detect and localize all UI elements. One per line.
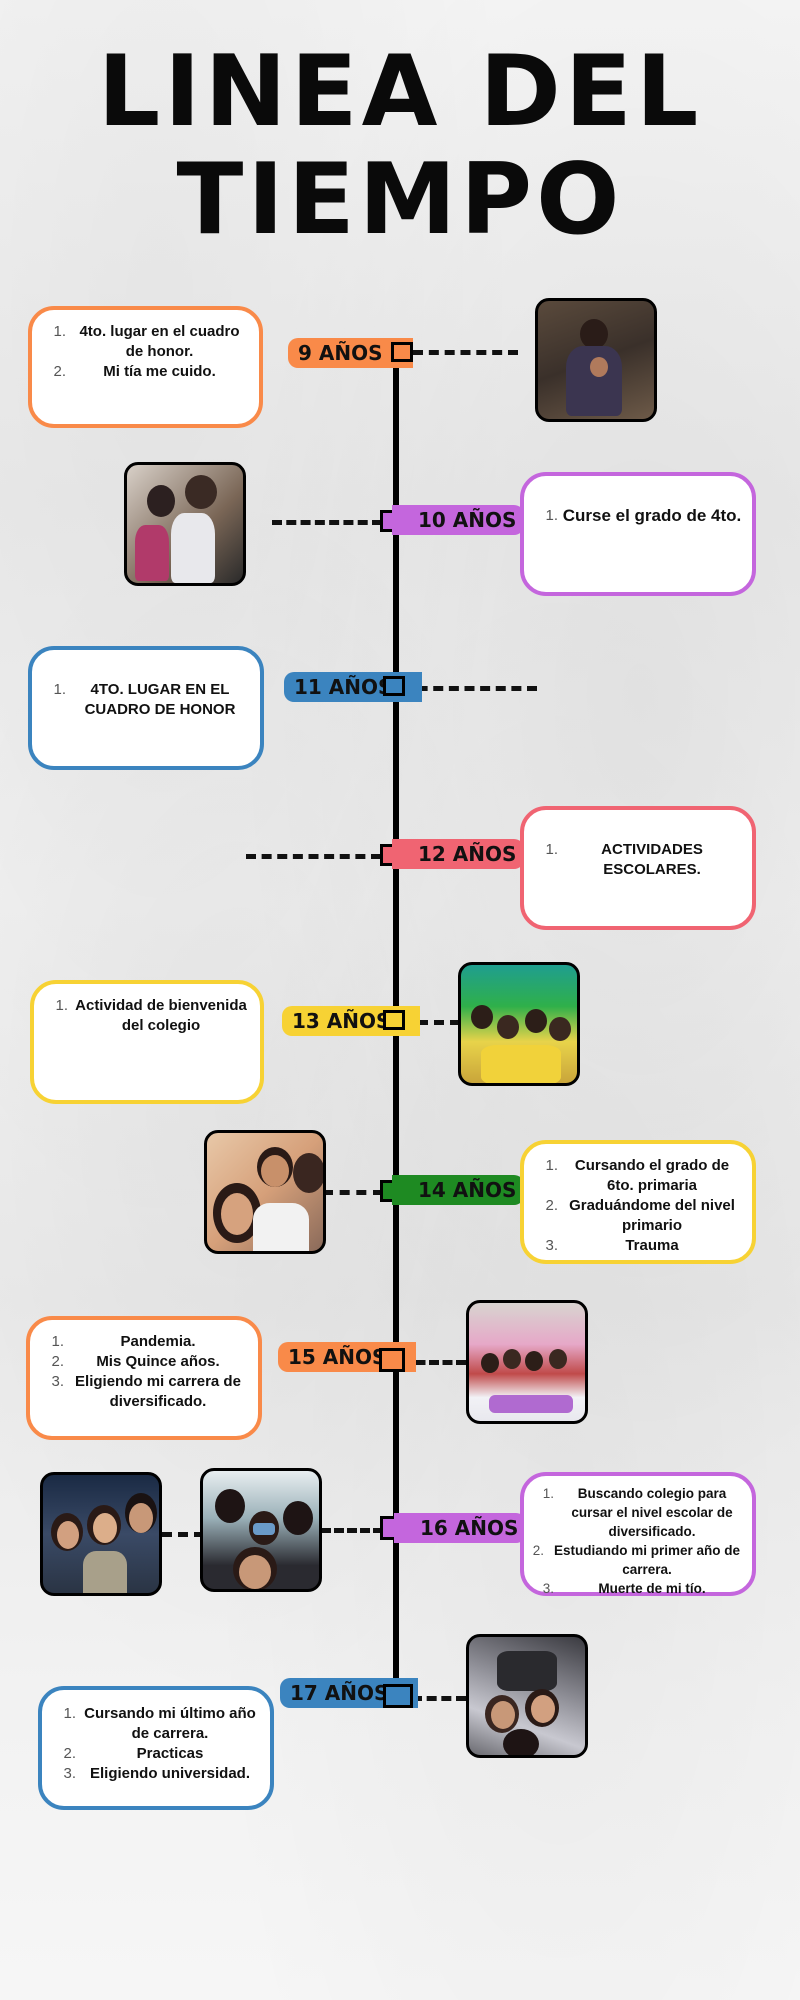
age-text-17: 17 AÑOS	[290, 1681, 389, 1705]
connector-14	[323, 1190, 383, 1195]
age-text-9: 9 AÑOS	[298, 341, 383, 365]
list-item: 1.ACTIVIDADES ESCOLARES.	[545, 841, 703, 878]
list-item: 3.Eligiendo mi carrera de diversificado.	[51, 1373, 241, 1410]
event-card-16: 1.Buscando colegio para cursar el nivel …	[520, 1472, 756, 1596]
photo-15	[466, 1300, 588, 1424]
photo-17	[466, 1634, 588, 1758]
page-title: LINEA DEL TIEMPO	[0, 38, 800, 254]
list-item: 2.Estudiando mi primer año de carrera.	[532, 1543, 741, 1577]
event-list-15: 1.Pandemia. 2.Mis Quince años. 3.Eligien…	[40, 1332, 248, 1412]
photo-14	[204, 1130, 326, 1254]
list-item: 2.Mi tía me cuido.	[53, 363, 216, 380]
event-card-12: 1.ACTIVIDADES ESCOLARES.	[520, 806, 756, 930]
timeline-node-17	[383, 1684, 413, 1708]
event-list-16: 1.Buscando colegio para cursar el nivel …	[530, 1484, 746, 1598]
photo-10	[124, 462, 246, 586]
timeline-node-11	[383, 676, 405, 696]
timeline-node-13	[383, 1010, 405, 1030]
list-item: 3.Muerte de mi tío.	[542, 1581, 706, 1596]
event-list-12: 1.ACTIVIDADES ESCOLARES.	[534, 840, 742, 880]
list-item: 3.Eligiendo universidad.	[63, 1765, 251, 1782]
age-text-14: 14 AÑOS	[418, 1178, 517, 1202]
photo-13	[458, 962, 580, 1086]
photo-16-a	[40, 1472, 162, 1596]
title-line-2: TIEMPO	[176, 143, 624, 257]
list-item: 1.Curse el grado de 4to.	[545, 506, 742, 525]
event-list-13: 1.Actividad de bienvenida del colegio	[44, 996, 250, 1036]
timeline-node-9	[391, 342, 413, 362]
list-item: 1.4to. lugar en el cuadro de honor.	[53, 323, 240, 360]
list-item: 2.Mis Quince años.	[51, 1353, 220, 1370]
connector-12	[246, 854, 381, 859]
connector-10	[272, 520, 382, 525]
age-text-10: 10 AÑOS	[418, 508, 517, 532]
connector-16-a	[162, 1532, 204, 1537]
event-list-17: 1.Cursando mi último año de carrera. 2.P…	[52, 1704, 260, 1784]
event-card-13: 1.Actividad de bienvenida del colegio	[30, 980, 264, 1104]
photo-9	[535, 298, 657, 422]
list-item: 2.Graduándome del nivel primario	[545, 1197, 735, 1234]
age-text-11: 11 AÑOS	[294, 675, 393, 699]
event-list-9: 1.4to. lugar en el cuadro de honor. 2.Mi…	[42, 322, 249, 382]
list-item: 3.Trauma	[545, 1237, 679, 1254]
list-item: 1.Cursando mi último año de carrera.	[63, 1705, 256, 1742]
age-text-15: 15 AÑOS	[288, 1345, 387, 1369]
age-label-10: 10 AÑOS	[392, 505, 525, 535]
age-label-14: 14 AÑOS	[392, 1175, 525, 1205]
list-item: 1.Buscando colegio para cursar el nivel …	[542, 1486, 733, 1539]
event-card-14: 1.Cursando el grado de 6to. primaria 2.G…	[520, 1140, 756, 1264]
connector-9	[413, 350, 518, 355]
connector-13	[402, 1020, 460, 1025]
event-card-15: 1.Pandemia. 2.Mis Quince años. 3.Eligien…	[26, 1316, 262, 1440]
age-label-16: 16 AÑOS	[394, 1513, 527, 1543]
event-list-11: 1.4TO. LUGAR EN EL CUADRO DE HONOR	[42, 680, 250, 720]
event-card-9: 1.4to. lugar en el cuadro de honor. 2.Mi…	[28, 306, 263, 428]
age-label-12: 12 AÑOS	[392, 839, 525, 869]
age-label-17: 17 AÑOS	[280, 1678, 419, 1708]
event-list-14: 1.Cursando el grado de 6to. primaria 2.G…	[534, 1156, 742, 1256]
connector-15	[402, 1360, 466, 1365]
list-item: 1.4TO. LUGAR EN EL CUADRO DE HONOR	[53, 681, 236, 718]
list-item: 2.Practicas	[63, 1745, 204, 1762]
connector-17	[412, 1696, 466, 1701]
title-line-1: LINEA DEL	[97, 35, 703, 149]
event-list-10: 1.Curse el grado de 4to.	[534, 506, 742, 526]
event-card-11: 1.4TO. LUGAR EN EL CUADRO DE HONOR	[28, 646, 264, 770]
age-text-16: 16 AÑOS	[420, 1516, 519, 1540]
list-item: 1.Cursando el grado de 6to. primaria	[545, 1157, 730, 1194]
photo-16-b	[200, 1468, 322, 1592]
list-item: 1.Pandemia.	[51, 1333, 196, 1350]
timeline-node-15	[379, 1348, 405, 1372]
connector-11	[402, 686, 537, 691]
age-text-12: 12 AÑOS	[418, 842, 517, 866]
event-card-10: 1.Curse el grado de 4to.	[520, 472, 756, 596]
age-text-13: 13 AÑOS	[292, 1009, 391, 1033]
event-card-17: 1.Cursando mi último año de carrera. 2.P…	[38, 1686, 274, 1810]
connector-16-b	[321, 1528, 383, 1533]
list-item: 1.Actividad de bienvenida del colegio	[55, 997, 247, 1034]
